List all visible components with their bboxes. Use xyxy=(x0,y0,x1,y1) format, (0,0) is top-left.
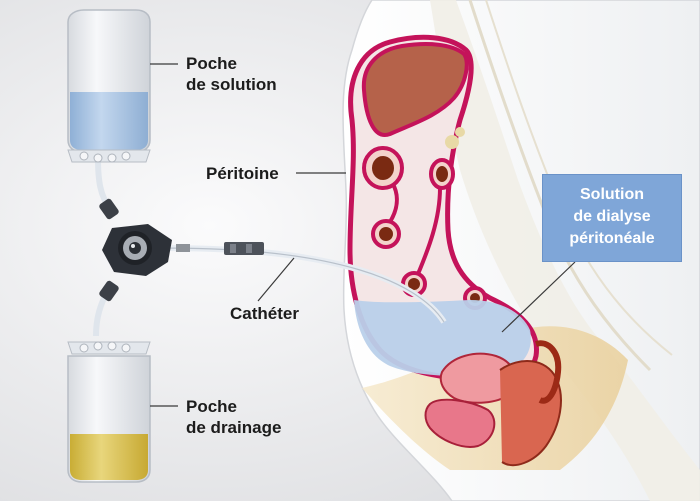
catheter-label: Cathéter xyxy=(230,304,299,323)
drainage-bag-label-line2: de drainage xyxy=(186,418,282,437)
dialysis-label-line1: Solution xyxy=(580,186,644,203)
dialysis-solution-callout: Solution de dialyse péritonéale xyxy=(542,174,682,262)
dialysis-label-line2: de dialyse xyxy=(573,208,651,225)
solution-bag-label: Poche de solution xyxy=(186,53,277,95)
solution-bag xyxy=(67,9,151,163)
solution-bag-label-line2: de solution xyxy=(186,75,277,94)
rectum xyxy=(499,359,562,467)
drainage-bag xyxy=(67,341,151,483)
dialysis-label-line3: péritonéale xyxy=(569,230,655,247)
leader-lines xyxy=(150,63,576,407)
drainage-bag-label: Poche de drainage xyxy=(186,396,281,438)
liver xyxy=(361,42,469,137)
drainage-bag-label-line1: Poche xyxy=(186,397,238,416)
uterus xyxy=(424,398,496,448)
peritoneum-label: Péritoine xyxy=(206,164,279,183)
solution-bag-label-line1: Poche xyxy=(186,54,238,73)
